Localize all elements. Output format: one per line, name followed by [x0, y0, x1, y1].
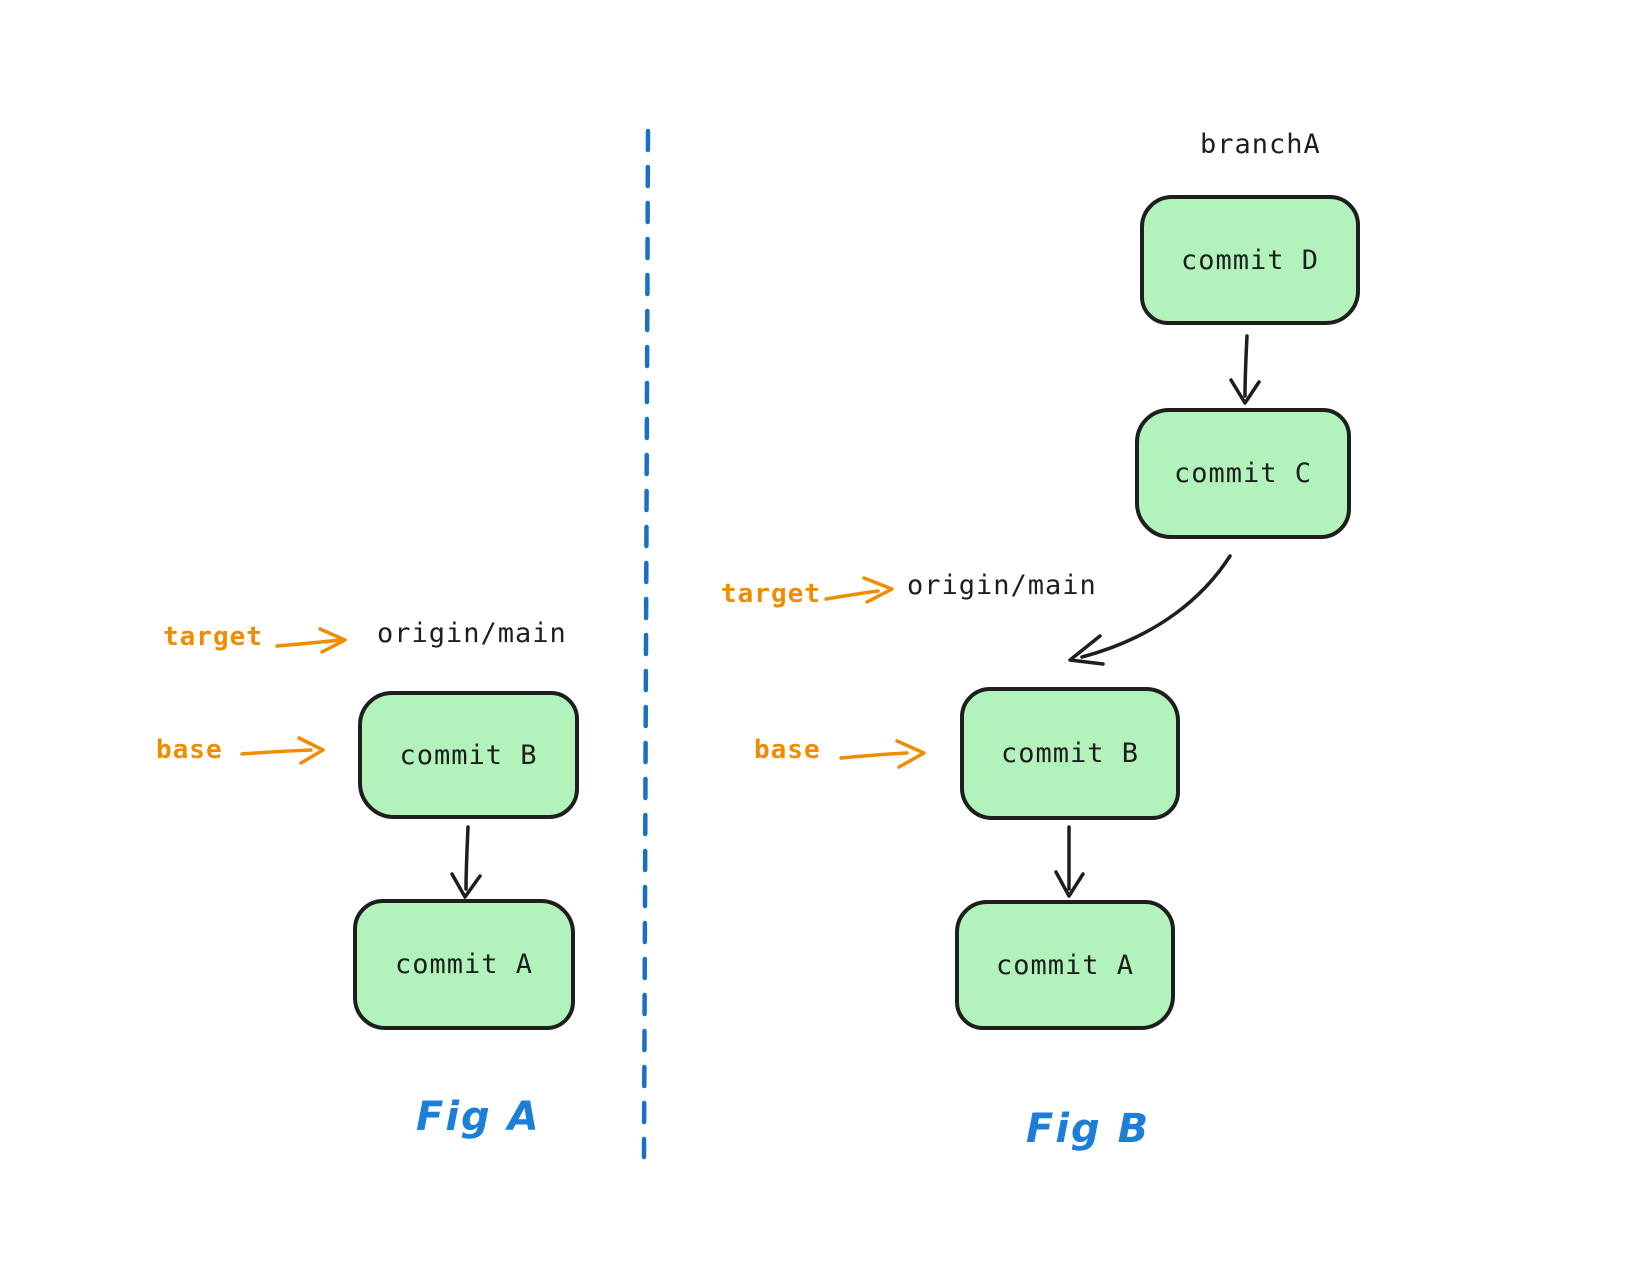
fig-b-target-label: target: [721, 579, 821, 609]
fig-b-commit-c-node: commit C: [1135, 408, 1351, 539]
fig-a-commit-b-node: commit B: [358, 691, 579, 819]
fig-b-arrow-commit-d-to-commit-c: [1229, 334, 1261, 405]
fig-b-origin-main-ref: origin/main: [907, 570, 1097, 601]
fig-a-base-label: base: [156, 735, 223, 765]
fig-a-commit-b-label: commit B: [399, 739, 538, 771]
fig-b-commit-b-label: commit B: [1000, 738, 1140, 769]
fig-b-commit-a-label: commit A: [995, 949, 1135, 981]
fig-b-base-label: base: [754, 735, 821, 765]
fig-b-commit-a-node: commit A: [955, 900, 1175, 1030]
fig-b-target-arrow: [824, 576, 894, 604]
fig-a-commit-a-node: commit A: [353, 899, 575, 1030]
fig-b-commit-b-node: commit B: [960, 687, 1180, 820]
fig-a-base-arrow: [240, 736, 325, 765]
fig-b-commit-d-node: commit D: [1140, 195, 1360, 325]
fig-b-branch-label: branchA: [1200, 129, 1321, 160]
fig-b-arrow-commit-c-to-commit-b: [1068, 554, 1232, 666]
fig-a-arrow-commit-b-to-commit-a: [450, 825, 482, 899]
panel-divider-dashed-line: [641, 128, 651, 1160]
fig-a-commit-a-label: commit A: [394, 949, 534, 980]
fig-b-commit-d-label: commit D: [1180, 244, 1320, 276]
fig-b-commit-c-label: commit C: [1173, 458, 1313, 489]
fig-a-target-label: target: [163, 622, 263, 652]
fig-a-caption: Fig A: [416, 1094, 541, 1140]
fig-a-origin-main-ref: origin/main: [377, 618, 567, 649]
fig-b-base-arrow: [839, 739, 926, 769]
fig-b-arrow-commit-b-to-commit-a: [1054, 825, 1085, 898]
fig-b-caption: Fig B: [1026, 1106, 1151, 1152]
fig-a-target-arrow: [275, 627, 347, 654]
